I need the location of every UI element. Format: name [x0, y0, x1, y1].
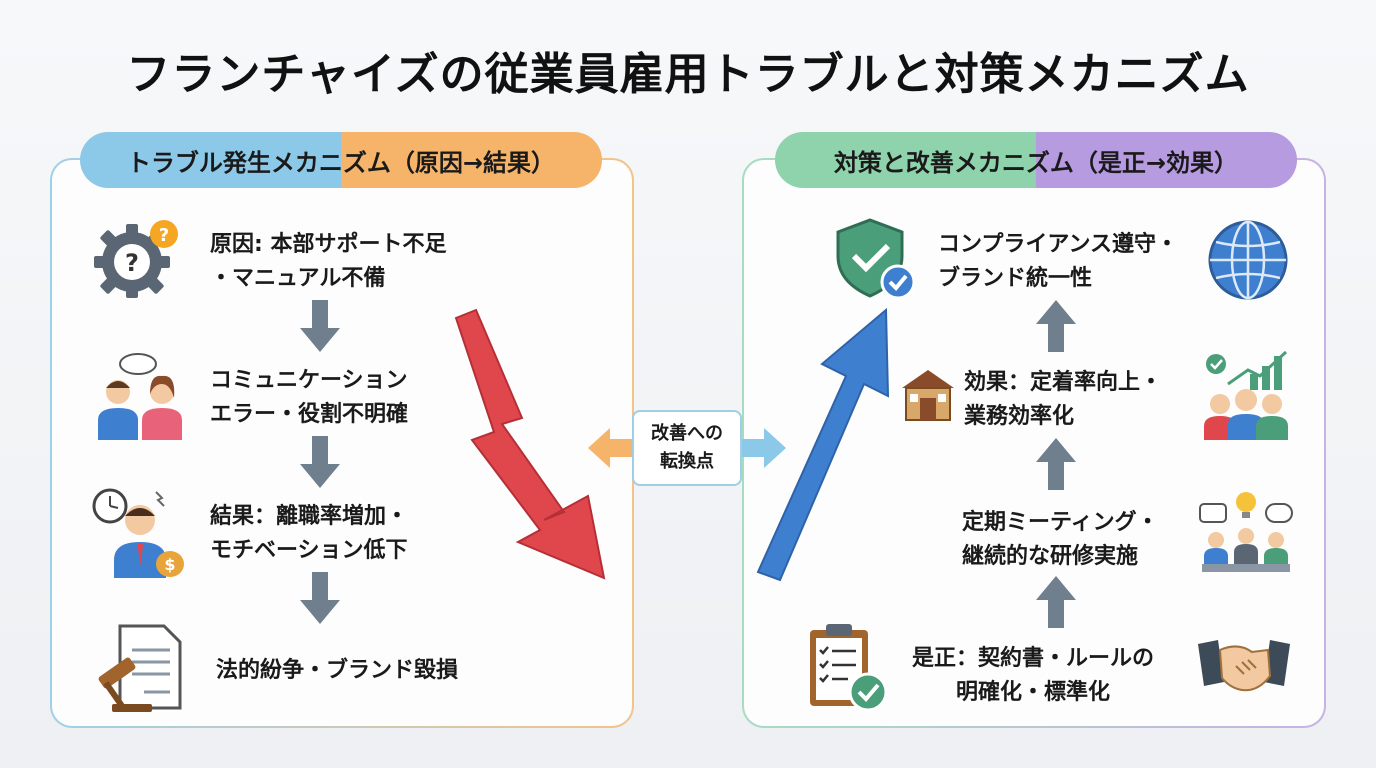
flow-arrow-down-2 [300, 436, 340, 488]
handshake-icon [1198, 640, 1290, 692]
right-pointer-arrow [742, 428, 786, 468]
shield-check-icon [836, 218, 916, 300]
page-title: フランチャイズの従業員雇用トラブルと対策メカニズム [126, 49, 1250, 100]
svg-text:?: ? [159, 225, 169, 246]
flow-arrow-down-1 [300, 300, 340, 352]
clipboard-check-icon [810, 624, 888, 712]
svg-text:?: ? [125, 249, 139, 277]
gear-question-icon: ? ? [94, 220, 178, 298]
globe-icon [1208, 220, 1288, 300]
turning-point-box: 改善への転換点 [632, 410, 742, 486]
result-text: 結果：離職率増加・モチベーション低下 [210, 504, 409, 563]
left-pointer-arrow [588, 428, 632, 468]
flow-arrow-up-3 [1036, 576, 1076, 628]
growth-team-icon [1204, 350, 1288, 440]
stressed-worker-icon: $ [92, 488, 184, 578]
improvement-arrow [756, 307, 890, 582]
countermeasure-panel-header: 対策と改善メカニズム（是正→効果） [775, 132, 1297, 188]
decline-arrow [454, 308, 606, 580]
communication-error-text: コミュニケーションエラー・役割不明確 [210, 368, 409, 427]
flow-arrow-down-3 [300, 572, 340, 624]
training-text: 定期ミーティング・継続的な研修実施 [962, 510, 1159, 569]
correction-text: 是正：契約書・ルールの明確化・標準化 [912, 646, 1155, 705]
cause-text: 原因: 本部サポート不足・マニュアル不備 [210, 232, 447, 291]
confused-people-icon [98, 353, 182, 440]
legal-dispute-text: 法的紛争・ブランド毀損 [216, 658, 459, 683]
gavel-document-icon [98, 624, 182, 712]
flow-arrow-up-2 [1036, 438, 1076, 490]
meeting-icon [1199, 492, 1293, 572]
svg-text:$: $ [164, 555, 175, 574]
compliance-text: コンプライアンス遵守・ブランド統一性 [938, 232, 1179, 291]
trouble-panel-header: トラブル発生メカニズム（原因→結果） [80, 132, 602, 188]
flow-arrow-up-1 [1036, 300, 1076, 352]
effect-text: 効果：定着率向上・業務効率化 [964, 370, 1163, 429]
store-icon [902, 370, 954, 421]
